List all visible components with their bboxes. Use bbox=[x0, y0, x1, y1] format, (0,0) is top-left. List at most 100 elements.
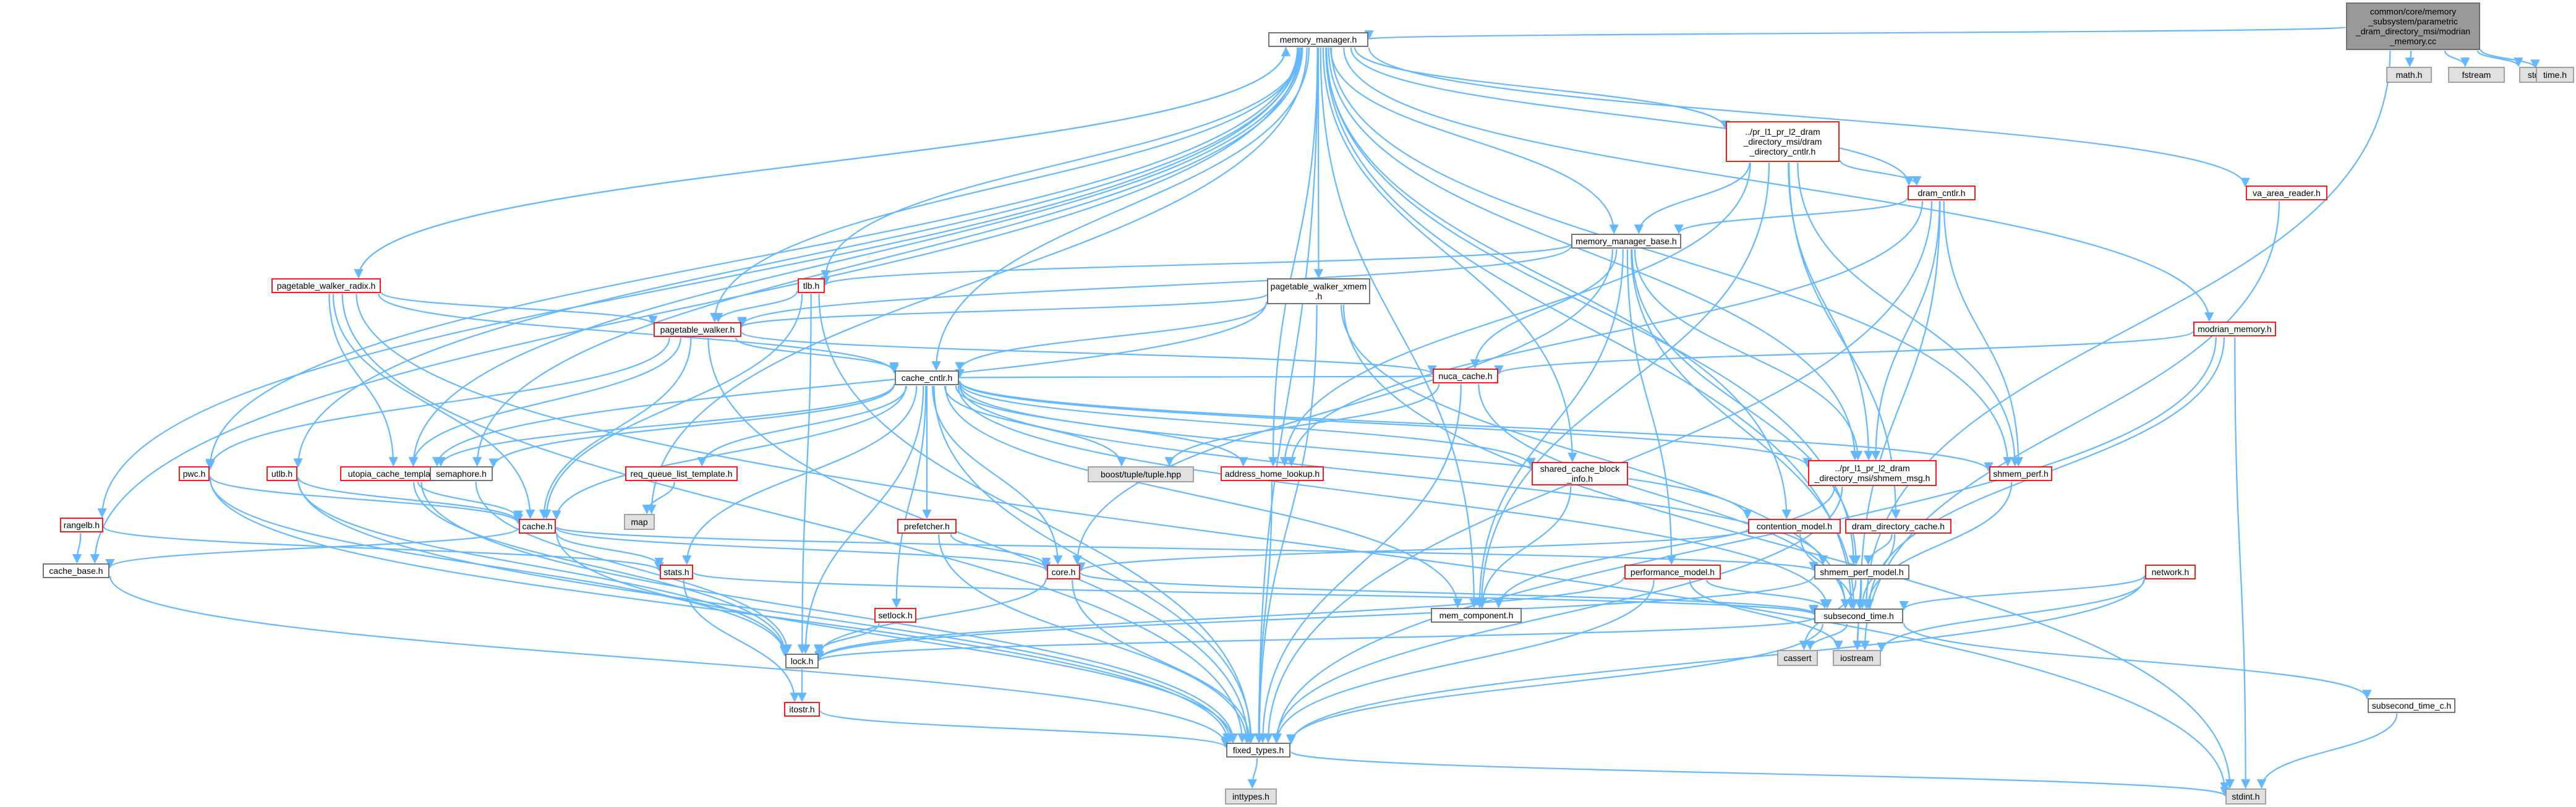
edge-network-to-subsecond_time bbox=[1899, 575, 2146, 611]
node-shared_cache_block_info[interactable]: shared_cache_block_info.h bbox=[1532, 462, 1628, 485]
edge-fixed_types-to-stdint bbox=[1290, 751, 2230, 796]
node-math[interactable]: math.h bbox=[2386, 67, 2432, 83]
edge-dram_cntlr-to-memory_manager_base bbox=[1674, 198, 1908, 234]
edge-memory_manager_base-to-performance_model bbox=[1626, 249, 1676, 565]
node-cache[interactable]: cache.h bbox=[519, 519, 556, 534]
edge-pwc-to-lock bbox=[209, 479, 790, 657]
edge-subsecond_time-to-fixed_types bbox=[1286, 623, 1823, 744]
node-modrian_memory[interactable]: modrian_memory.h bbox=[2193, 322, 2276, 336]
node-label: lock.h bbox=[791, 656, 814, 666]
node-box bbox=[2225, 788, 2266, 805]
node-dram_directory_cache[interactable]: dram_directory_cache.h bbox=[1845, 519, 1951, 534]
node-memory_manager_base[interactable]: memory_manager_base.h bbox=[1571, 234, 1681, 249]
node-tlb[interactable]: tlb.h bbox=[798, 278, 825, 293]
edge-pagetable_walker-to-pwc bbox=[205, 337, 670, 471]
node-label: pwc.h bbox=[183, 469, 206, 479]
node-core[interactable]: core.h bbox=[1047, 565, 1080, 579]
edge-pwc-to-fixed_types bbox=[209, 477, 1232, 743]
edge-root-to-time bbox=[2480, 49, 2540, 69]
node-pagetable_walker[interactable]: pagetable_walker.h bbox=[654, 322, 741, 337]
edge-pagetable_walker_xmem-to-utopia_cache_template bbox=[432, 301, 1268, 467]
edge-utopia_cache_template-to-fixed_types bbox=[420, 481, 1239, 743]
node-semaphore[interactable]: semaphore.h bbox=[430, 466, 493, 481]
edge-pr_dram_dir_cntlr-to-shmem_perf bbox=[1797, 162, 2020, 467]
node-shmem_perf_model[interactable]: shmem_perf_model.h bbox=[1814, 565, 1909, 579]
edge-cache_base-to-fixed_types bbox=[109, 576, 1230, 746]
node-lock[interactable]: lock.h bbox=[785, 654, 819, 668]
node-label: pagetable_walker_radix.h bbox=[277, 281, 376, 291]
node-pr_dram_dir_cntlr[interactable]: ../pr_l1_pr_l2_dram_directory_msi/dram_d… bbox=[1726, 121, 1840, 162]
node-contention_model[interactable]: contention_model.h bbox=[1748, 519, 1841, 534]
node-req_queue_list_template[interactable]: req_queue_list_template.h bbox=[625, 466, 738, 481]
node-iostream[interactable]: iostream bbox=[1833, 650, 1881, 666]
edge-pagetable_walker_radix-to-cache_cntlr bbox=[378, 293, 899, 374]
node-pwc[interactable]: pwc.h bbox=[179, 466, 210, 481]
node-label: dram_cntlr.h bbox=[1917, 188, 1965, 198]
node-stdint[interactable]: stdint.h bbox=[2225, 788, 2266, 805]
node-cache_base[interactable]: cache_base.h bbox=[43, 563, 109, 578]
node-setlock[interactable]: setlock.h bbox=[874, 608, 916, 623]
node-box bbox=[2193, 322, 2276, 336]
edge-cache_cntlr-to-lock bbox=[801, 385, 924, 654]
edge-pagetable_walker_xmem-to-pagetable_walker bbox=[737, 294, 1268, 328]
edge-pagetable_walker_xmem-to-cache_cntlr bbox=[955, 302, 1268, 372]
node-box bbox=[1726, 121, 1840, 162]
node-box bbox=[1808, 460, 1937, 486]
node-cache_cntlr[interactable]: cache_cntlr.h bbox=[895, 370, 959, 385]
node-fixed_types[interactable]: fixed_types.h bbox=[1226, 743, 1290, 758]
node-memory_manager[interactable]: memory_manager.h bbox=[1268, 32, 1368, 47]
edge-memory_manager-to-tlb bbox=[821, 47, 1303, 280]
node-pagetable_walker_xmem[interactable]: pagetable_walker_xmem.h bbox=[1267, 278, 1370, 304]
edge-cache_cntlr-to-cache bbox=[552, 385, 906, 520]
node-mem_component[interactable]: mem_component.h bbox=[1431, 608, 1522, 623]
node-pagetable_walker_radix[interactable]: pagetable_walker_radix.h bbox=[271, 278, 381, 293]
edge-memory_manager-to-dram_cntlr bbox=[1350, 47, 1914, 186]
node-boost_tuple[interactable]: boost/tuple/tuple.hpp bbox=[1088, 466, 1194, 482]
edge-subsecond_time-to-iostream bbox=[1852, 623, 1862, 651]
edge-pagetable_walker_xmem-to-stdint bbox=[1342, 304, 2235, 789]
node-prefetcher[interactable]: prefetcher.h bbox=[897, 519, 957, 534]
node-label: semaphore.h bbox=[436, 469, 487, 479]
node-va_area_reader[interactable]: va_area_reader.h bbox=[2246, 186, 2327, 200]
edge-cache_cntlr-to-fixed_types bbox=[933, 385, 1256, 743]
edge-memory_manager_base-to-mem_component bbox=[1475, 249, 1624, 608]
edge-pr_dram_dir_cntlr-to-address_home_lookup bbox=[1279, 162, 1751, 467]
node-network[interactable]: network.h bbox=[2145, 565, 2196, 579]
node-pr_shmem_msg[interactable]: ../pr_l1_pr_l2_dram_directory_msi/shmem_… bbox=[1808, 460, 1937, 486]
node-label: subsecond_time_c.h bbox=[2372, 701, 2451, 711]
node-label: prefetcher.h bbox=[904, 521, 950, 531]
edge-memory_manager-to-fixed_types bbox=[1254, 47, 1318, 743]
edge-subsecond_time_c-to-stdint bbox=[2256, 713, 2398, 789]
edge-shmem_perf-to-subsecond_time bbox=[1863, 481, 2013, 609]
node-time[interactable]: time.h bbox=[2536, 67, 2574, 83]
node-subsecond_time[interactable]: subsecond_time.h bbox=[1814, 608, 1903, 623]
node-performance_model[interactable]: performance_model.h bbox=[1624, 565, 1721, 579]
node-box bbox=[430, 466, 493, 481]
node-cassert[interactable]: cassert bbox=[1777, 650, 1818, 666]
node-nuca_cache[interactable]: nuca_cache.h bbox=[1433, 369, 1498, 383]
node-dram_cntlr[interactable]: dram_cntlr.h bbox=[1908, 186, 1976, 200]
node-label: ../pr_l1_pr_l2_dram bbox=[1745, 127, 1820, 137]
node-stats[interactable]: stats.h bbox=[660, 565, 693, 579]
node-label: map bbox=[631, 517, 647, 527]
edge-subsecond_time-to-cassert bbox=[1805, 623, 1848, 651]
edge-memory_manager-to-pwc bbox=[205, 47, 1299, 469]
node-label: itostr.h bbox=[789, 704, 814, 714]
node-utlb[interactable]: utlb.h bbox=[267, 466, 297, 481]
node-label: memory_manager_base.h bbox=[1576, 236, 1676, 246]
node-label: _dram_directory_msi/modrian bbox=[2355, 27, 2470, 36]
node-rangelb[interactable]: rangelb.h bbox=[60, 518, 103, 532]
node-itostr[interactable]: itostr.h bbox=[784, 702, 820, 717]
edge-cache_cntlr-to-core bbox=[932, 385, 1063, 565]
node-subsecond_time_c[interactable]: subsecond_time_c.h bbox=[2368, 698, 2455, 713]
node-inttypes[interactable]: inttypes.h bbox=[1225, 788, 1277, 805]
node-box bbox=[2368, 698, 2455, 713]
node-fstream[interactable]: fstream bbox=[2448, 67, 2505, 83]
node-box bbox=[2145, 565, 2196, 579]
node-box bbox=[1268, 32, 1368, 47]
edge-rangelb-to-stats bbox=[103, 526, 664, 572]
node-map[interactable]: map bbox=[624, 514, 655, 530]
node-address_home_lookup[interactable]: address_home_lookup.h bbox=[1221, 466, 1324, 481]
node-shmem_perf[interactable]: shmem_perf.h bbox=[1989, 466, 2052, 481]
edge-root-to-subsecond_time bbox=[1861, 50, 2391, 609]
